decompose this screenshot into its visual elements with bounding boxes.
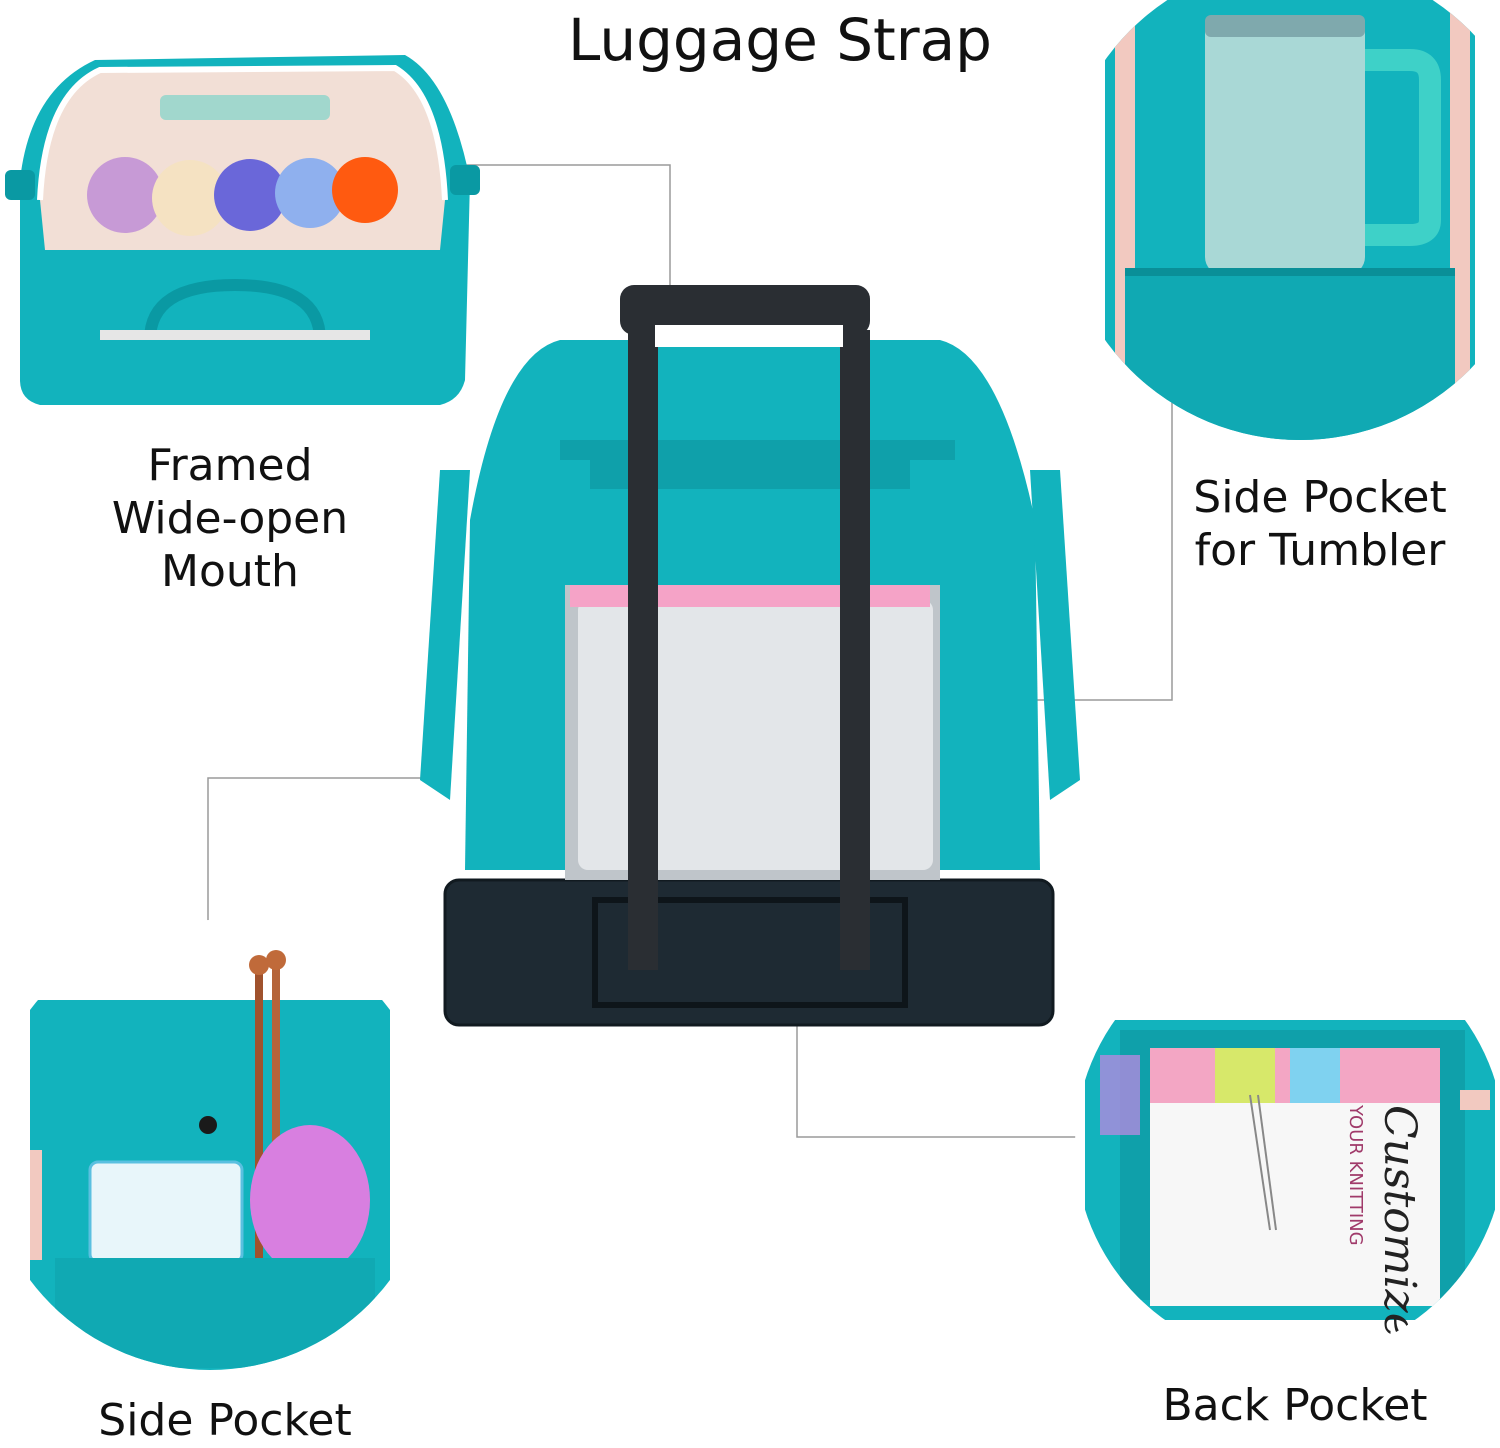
open-bag-image (5, 55, 480, 405)
leader-line-top (450, 164, 671, 290)
leader-line-side (207, 777, 430, 930)
side-pocket-image (0, 920, 435, 1370)
framed-mouth-label: Framed Wide-open Mouth (111, 440, 349, 597)
back-pocket-label: Back Pocket (1162, 1380, 1428, 1431)
yarn-ball-icon (152, 160, 228, 236)
tumbler-pocket-image (1060, 0, 1500, 440)
side-pocket-label: Side Pocket (98, 1395, 352, 1446)
side-pocket-tumbler-label: Side Pocket for Tumbler (1193, 472, 1447, 576)
luggage-strap-title: Luggage Strap (568, 6, 992, 74)
yarn-ball-icon (275, 158, 345, 228)
yarn-ball-icon (87, 157, 163, 233)
backpack-on-suitcase-image (420, 285, 1080, 1027)
book-title-word: Customize (1374, 1105, 1425, 1339)
back-pocket-image: Customize YOUR KNITTING (1075, 930, 1500, 1360)
yarn-ball-icon (332, 157, 398, 223)
leader-line-tumbler (1030, 400, 1173, 701)
book-subtitle-word: YOUR KNITTING (1345, 1104, 1366, 1246)
yarn-ball-icon (214, 159, 286, 231)
